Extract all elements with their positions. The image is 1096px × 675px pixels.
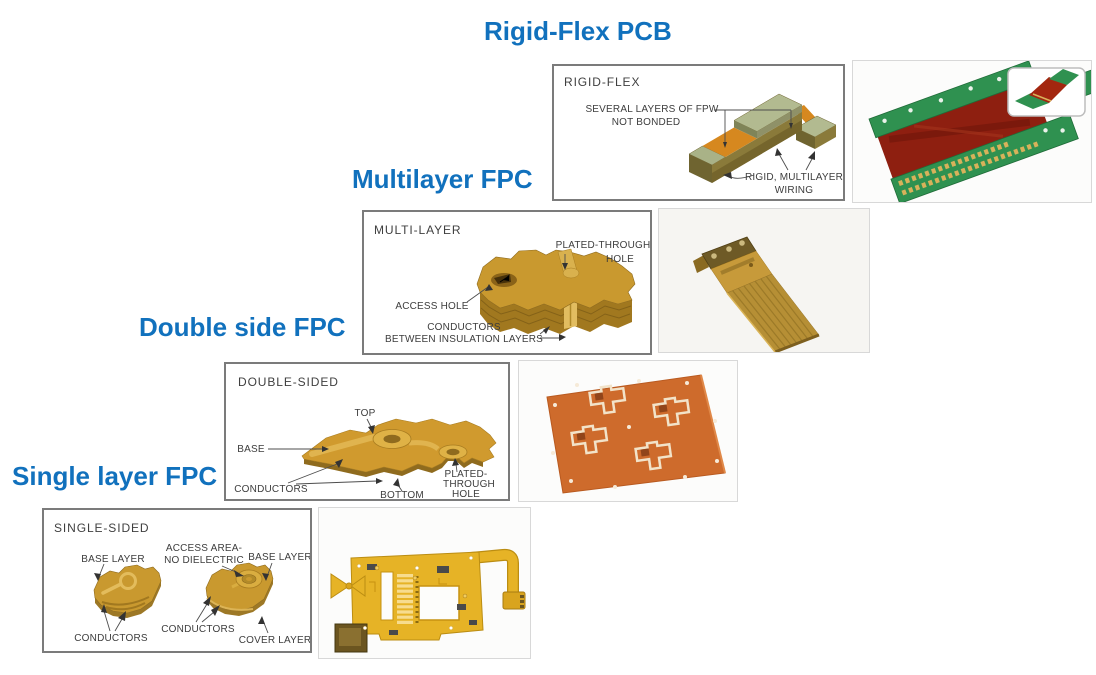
label-top: TOP (355, 408, 376, 419)
label-fpw-line1: SEVERAL LAYERS OF FPW (585, 104, 718, 115)
rigid-flex-photo-inset (1007, 67, 1086, 117)
double-sided-photo (518, 360, 738, 502)
label-plated-hole: HOLE (606, 254, 634, 265)
single-sided-photo-art (330, 548, 526, 653)
title-multilayer-fpc: Multilayer FPC (352, 164, 533, 194)
label-access-area-line2: NO DIELECTRIC (164, 555, 244, 566)
single-sided-leader-lines (94, 562, 273, 634)
single-sided-illustration: SINGLE-SIDED (54, 521, 310, 646)
box-label-multilayer: MULTI-LAYER (374, 223, 461, 237)
label-base-layer-left: BASE LAYER (81, 554, 145, 565)
label-base: BASE (237, 444, 265, 455)
single-sided-photo (318, 507, 531, 659)
multilayer-diagram-box: MULTI-LAYER (362, 210, 652, 355)
label-conductors: CONDUCTORS (427, 322, 501, 333)
label-plated-through: PLATED-THROUGH (556, 240, 650, 251)
rigid-flex-diagram-box: RIGID-FLEX (552, 64, 845, 201)
label-conductors-left: CONDUCTORS (74, 633, 148, 644)
rigid-flex-photo-art (868, 61, 1091, 202)
rigid-flex-board-art (688, 93, 837, 183)
multilayer-photo-art (693, 236, 820, 352)
box-label-single-sided: SINGLE-SIDED (54, 521, 150, 535)
label-base-layer-right: BASE LAYER (248, 552, 310, 563)
double-sided-board-art (301, 418, 497, 477)
rigid-flex-illustration: RIGID-FLEX (564, 75, 843, 196)
box-label-rigid-flex: RIGID-FLEX (564, 75, 640, 89)
title-double-side-fpc: Double side FPC (139, 312, 346, 342)
double-sided-leader-lines (268, 418, 459, 492)
label-plated-line1: PLATED- (445, 469, 488, 480)
multilayer-illustration: MULTI-LAYER (374, 223, 650, 345)
rigid-flex-photo (852, 60, 1092, 203)
multilayer-photo (658, 208, 870, 353)
title-rigid-flex-pcb: Rigid-Flex PCB (484, 16, 672, 46)
double-sided-diagram-box: DOUBLE-SIDED (224, 362, 510, 501)
label-rigid-multilayer-line1: RIGID, MULTILAYER (745, 172, 843, 183)
label-rigid-multilayer-line2: WIRING (775, 185, 813, 196)
rigid-flex-leader-lines (714, 109, 815, 179)
label-conductors-right: CONDUCTORS (161, 624, 235, 635)
label-between-insulation: BETWEEN INSULATION LAYERS (385, 334, 543, 345)
label-conductors: CONDUCTORS (234, 484, 308, 495)
label-cover-layer: COVER LAYER (239, 635, 310, 646)
label-fpw-line2: NOT BONDED (612, 117, 681, 128)
double-sided-illustration: DOUBLE-SIDED (234, 375, 497, 499)
label-access-area-line1: ACCESS AREA- (166, 543, 242, 554)
multilayer-leader-lines (466, 254, 568, 341)
label-access-hole: ACCESS HOLE (395, 301, 468, 312)
single-sided-left-board-art (93, 564, 162, 618)
label-plated-line2: THROUGH (443, 479, 495, 490)
label-bottom: BOTTOM (380, 490, 424, 499)
label-plated-line3: HOLE (452, 489, 480, 499)
multilayer-board-art (476, 248, 636, 334)
title-single-layer-fpc: Single layer FPC (12, 461, 218, 491)
single-sided-diagram-box: SINGLE-SIDED (42, 508, 312, 653)
box-label-double-sided: DOUBLE-SIDED (238, 375, 339, 389)
double-sided-photo-art (546, 374, 726, 494)
